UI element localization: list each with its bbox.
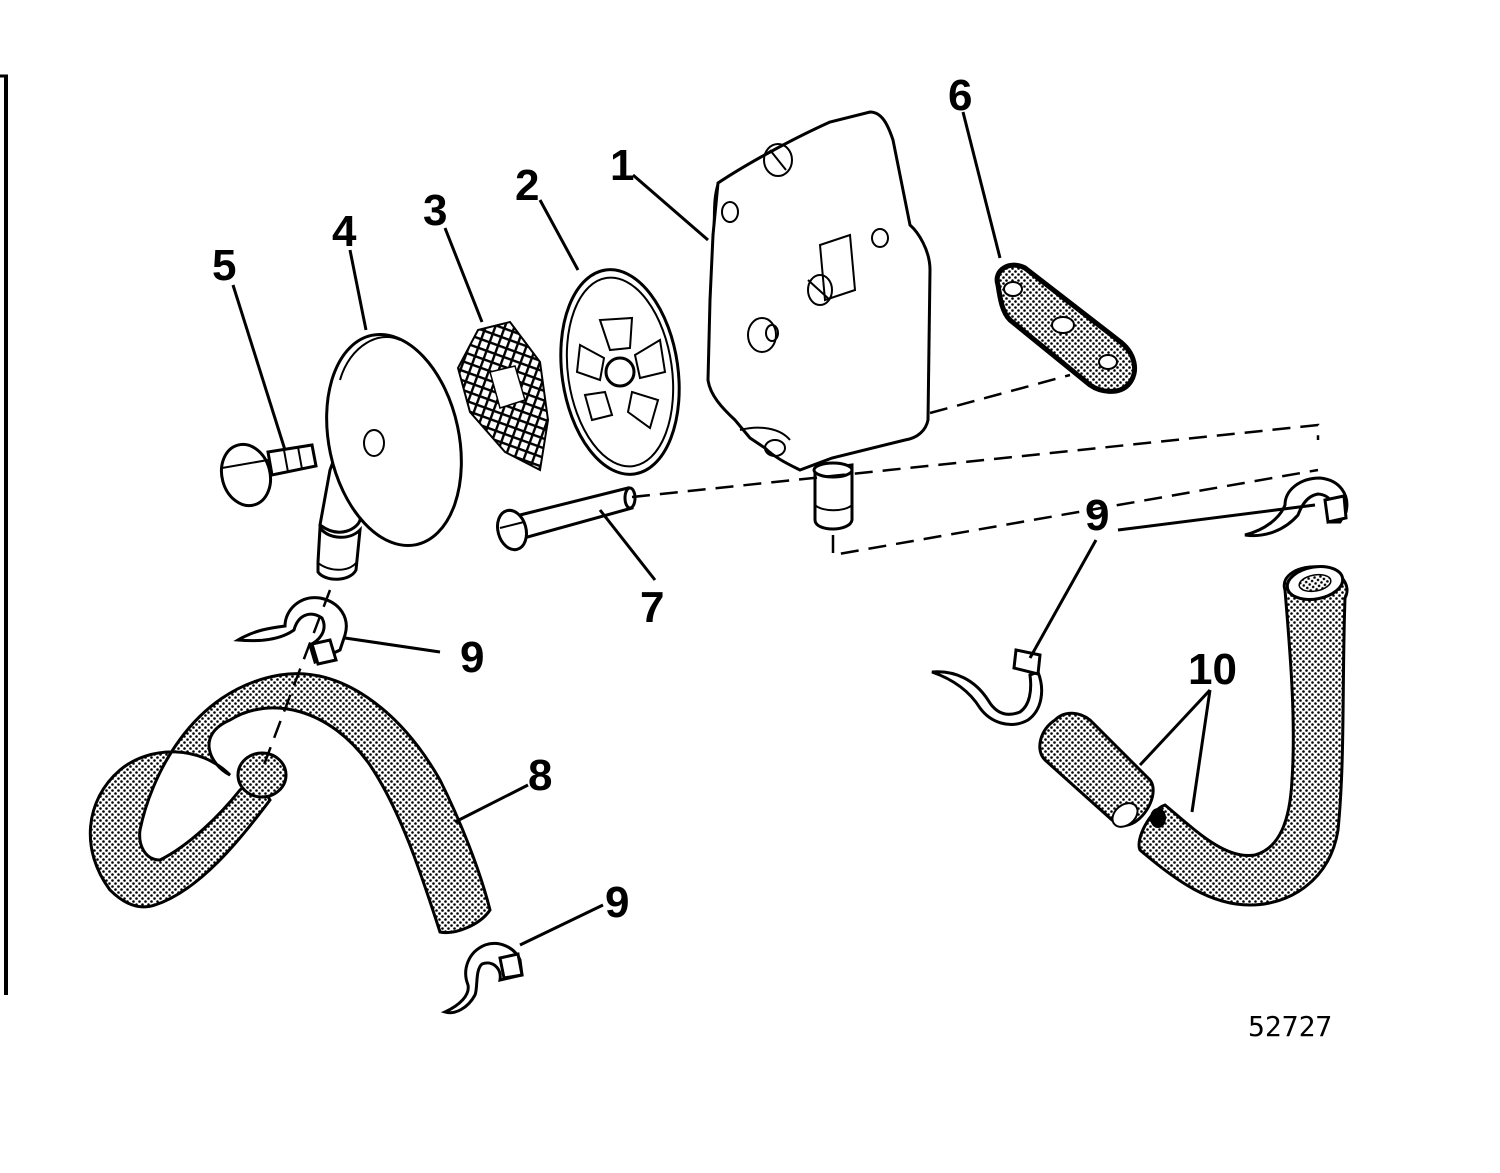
hose-elbow-icon	[1137, 565, 1349, 907]
leader-line-9a	[344, 636, 441, 654]
assembly-line	[631, 423, 1320, 499]
filter-plate-icon	[559, 268, 681, 476]
filter-cover-icon	[316, 332, 463, 581]
figure-number: 52727	[1248, 1010, 1332, 1043]
callout-7: 7	[640, 583, 664, 632]
hose-clamp-icon	[440, 942, 524, 1015]
leader-line-9c	[1117, 503, 1316, 532]
hose-elbow-icon	[1038, 711, 1155, 828]
assembly-line	[831, 468, 1319, 557]
callout-2: 2	[515, 161, 539, 210]
screw-icon	[219, 442, 318, 508]
hose-clamp-icon	[931, 648, 1044, 726]
leader-line-8	[454, 783, 529, 824]
callout-9-bottom: 9	[605, 878, 629, 927]
hose-clamp-icon	[233, 596, 348, 666]
fuel-hose-icon	[88, 672, 492, 935]
leader-line-6	[961, 111, 1002, 259]
callout-8: 8	[528, 751, 552, 800]
bolt-icon	[496, 486, 637, 552]
filter-screen-icon	[456, 320, 550, 472]
leader-line-5	[231, 284, 287, 451]
callout-1: 1	[610, 141, 634, 190]
leader-line-1	[632, 173, 709, 242]
fuel-pump-body-icon	[706, 110, 932, 531]
callout-3: 3	[423, 186, 447, 235]
leader-line-4	[348, 249, 368, 331]
leader-line-9b	[519, 903, 604, 947]
leader-line-2	[538, 199, 580, 271]
leader-line-3	[443, 227, 484, 323]
callout-5: 5	[212, 241, 236, 290]
hose-end-icon	[236, 751, 288, 799]
leader-line-10b	[1190, 689, 1212, 813]
leader-line-10a	[1138, 688, 1212, 767]
callout-6: 6	[948, 71, 972, 120]
callout-10: 10	[1188, 645, 1237, 694]
callout-9-left: 9	[460, 633, 484, 682]
callout-4: 4	[332, 207, 357, 256]
leader-line-7	[598, 509, 657, 581]
callout-9-right: 9	[1085, 491, 1109, 540]
assembly-line	[929, 373, 1071, 415]
assembly-line	[260, 589, 332, 771]
gasket-icon	[994, 262, 1138, 394]
leader-line-9d	[1028, 539, 1098, 659]
